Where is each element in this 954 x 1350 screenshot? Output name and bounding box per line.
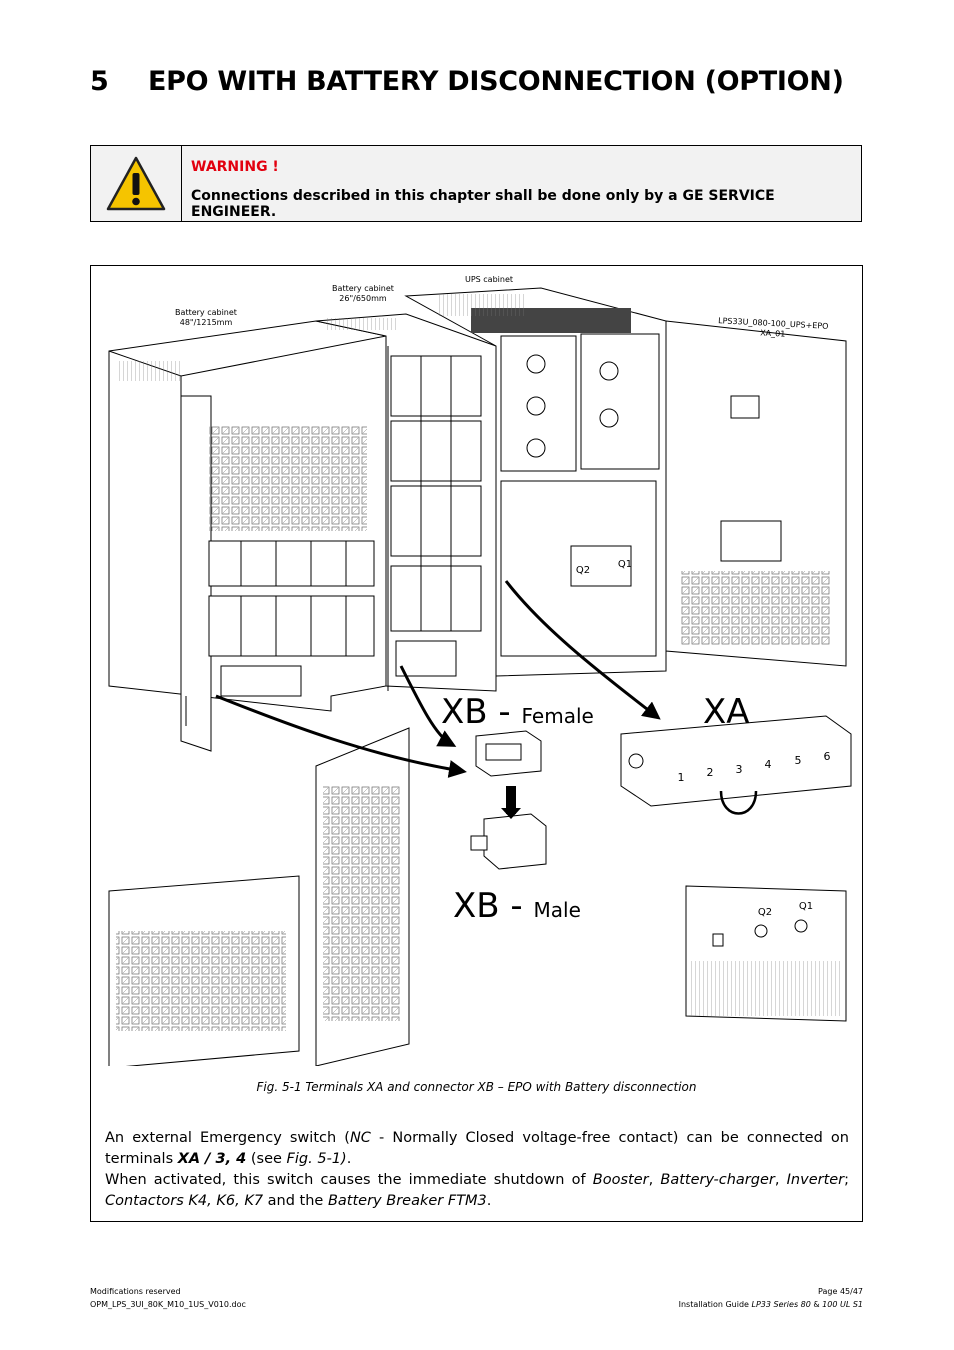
ups-cabinet-diagram: [108, 287, 852, 1066]
terminal-3: 3: [735, 763, 743, 776]
xb-female-label: XB - Female: [441, 692, 594, 732]
ups-door: [665, 320, 847, 667]
terminal-4: 4: [764, 758, 772, 771]
xa-terminal-block: [620, 715, 852, 815]
terminal-5: 5: [794, 754, 802, 767]
xb-male-connector: [470, 813, 547, 870]
footer-right: Page 45/47 Installation Guide LP33 Serie…: [678, 1287, 863, 1309]
xb-male-label: XB - Male: [453, 886, 581, 926]
section-title: EPO WITH BATTERY DISCONNECTION (OPTION): [148, 66, 844, 97]
label-q2-panel: Q2: [757, 907, 773, 918]
battery-cabinet-small: [315, 313, 497, 692]
figure-box: Battery cabinet 48"/1215mm Battery cabin…: [90, 265, 863, 1222]
label-q1-panel: Q1: [798, 901, 814, 912]
section-number: 5: [90, 66, 109, 97]
xa-label: XA: [703, 692, 750, 732]
body-text: An external Emergency switch (NC - Norma…: [105, 1128, 849, 1212]
ups-cabinet-body: [404, 287, 667, 677]
label-battery-cabinet-small: Battery cabinet 26"/650mm: [332, 284, 394, 303]
label-ups-cabinet: UPS cabinet: [464, 275, 514, 284]
label-q1-cabinet: Q1: [617, 559, 633, 570]
section-heading: 5 EPO WITH BATTERY DISCONNECTION (OPTION): [90, 66, 844, 97]
warning-text: Connections described in this chapter sh…: [191, 188, 775, 220]
label-battery-cabinet-large: Battery cabinet 48"/1215mm: [175, 308, 237, 327]
figure-caption: Fig. 5-1 Terminals XA and connector XB –…: [256, 1080, 697, 1094]
terminal-2: 2: [706, 766, 714, 779]
warning-triangle-icon: [106, 156, 166, 210]
footer-left: Modifications reserved OPM_LPS_3UI_80K_M…: [90, 1287, 246, 1309]
terminal-1: 1: [677, 771, 685, 784]
removed-panels: [108, 727, 410, 1066]
battery-cabinet-large: [108, 320, 387, 752]
connection-arrows: [215, 580, 661, 778]
xb-female-connector: [475, 730, 542, 777]
body-paragraph-1: An external Emergency switch (NC - Norma…: [105, 1130, 849, 1167]
warning-box: WARNING ! Connections described in this …: [90, 145, 862, 222]
terminal-6: 6: [823, 750, 831, 763]
warning-icon-cell: [91, 146, 182, 221]
breaker-panel: [685, 885, 847, 1022]
body-paragraph-2: When activated, this switch causes the i…: [105, 1172, 850, 1209]
warning-title: WARNING !: [191, 159, 279, 175]
label-q2-cabinet: Q2: [575, 565, 591, 576]
